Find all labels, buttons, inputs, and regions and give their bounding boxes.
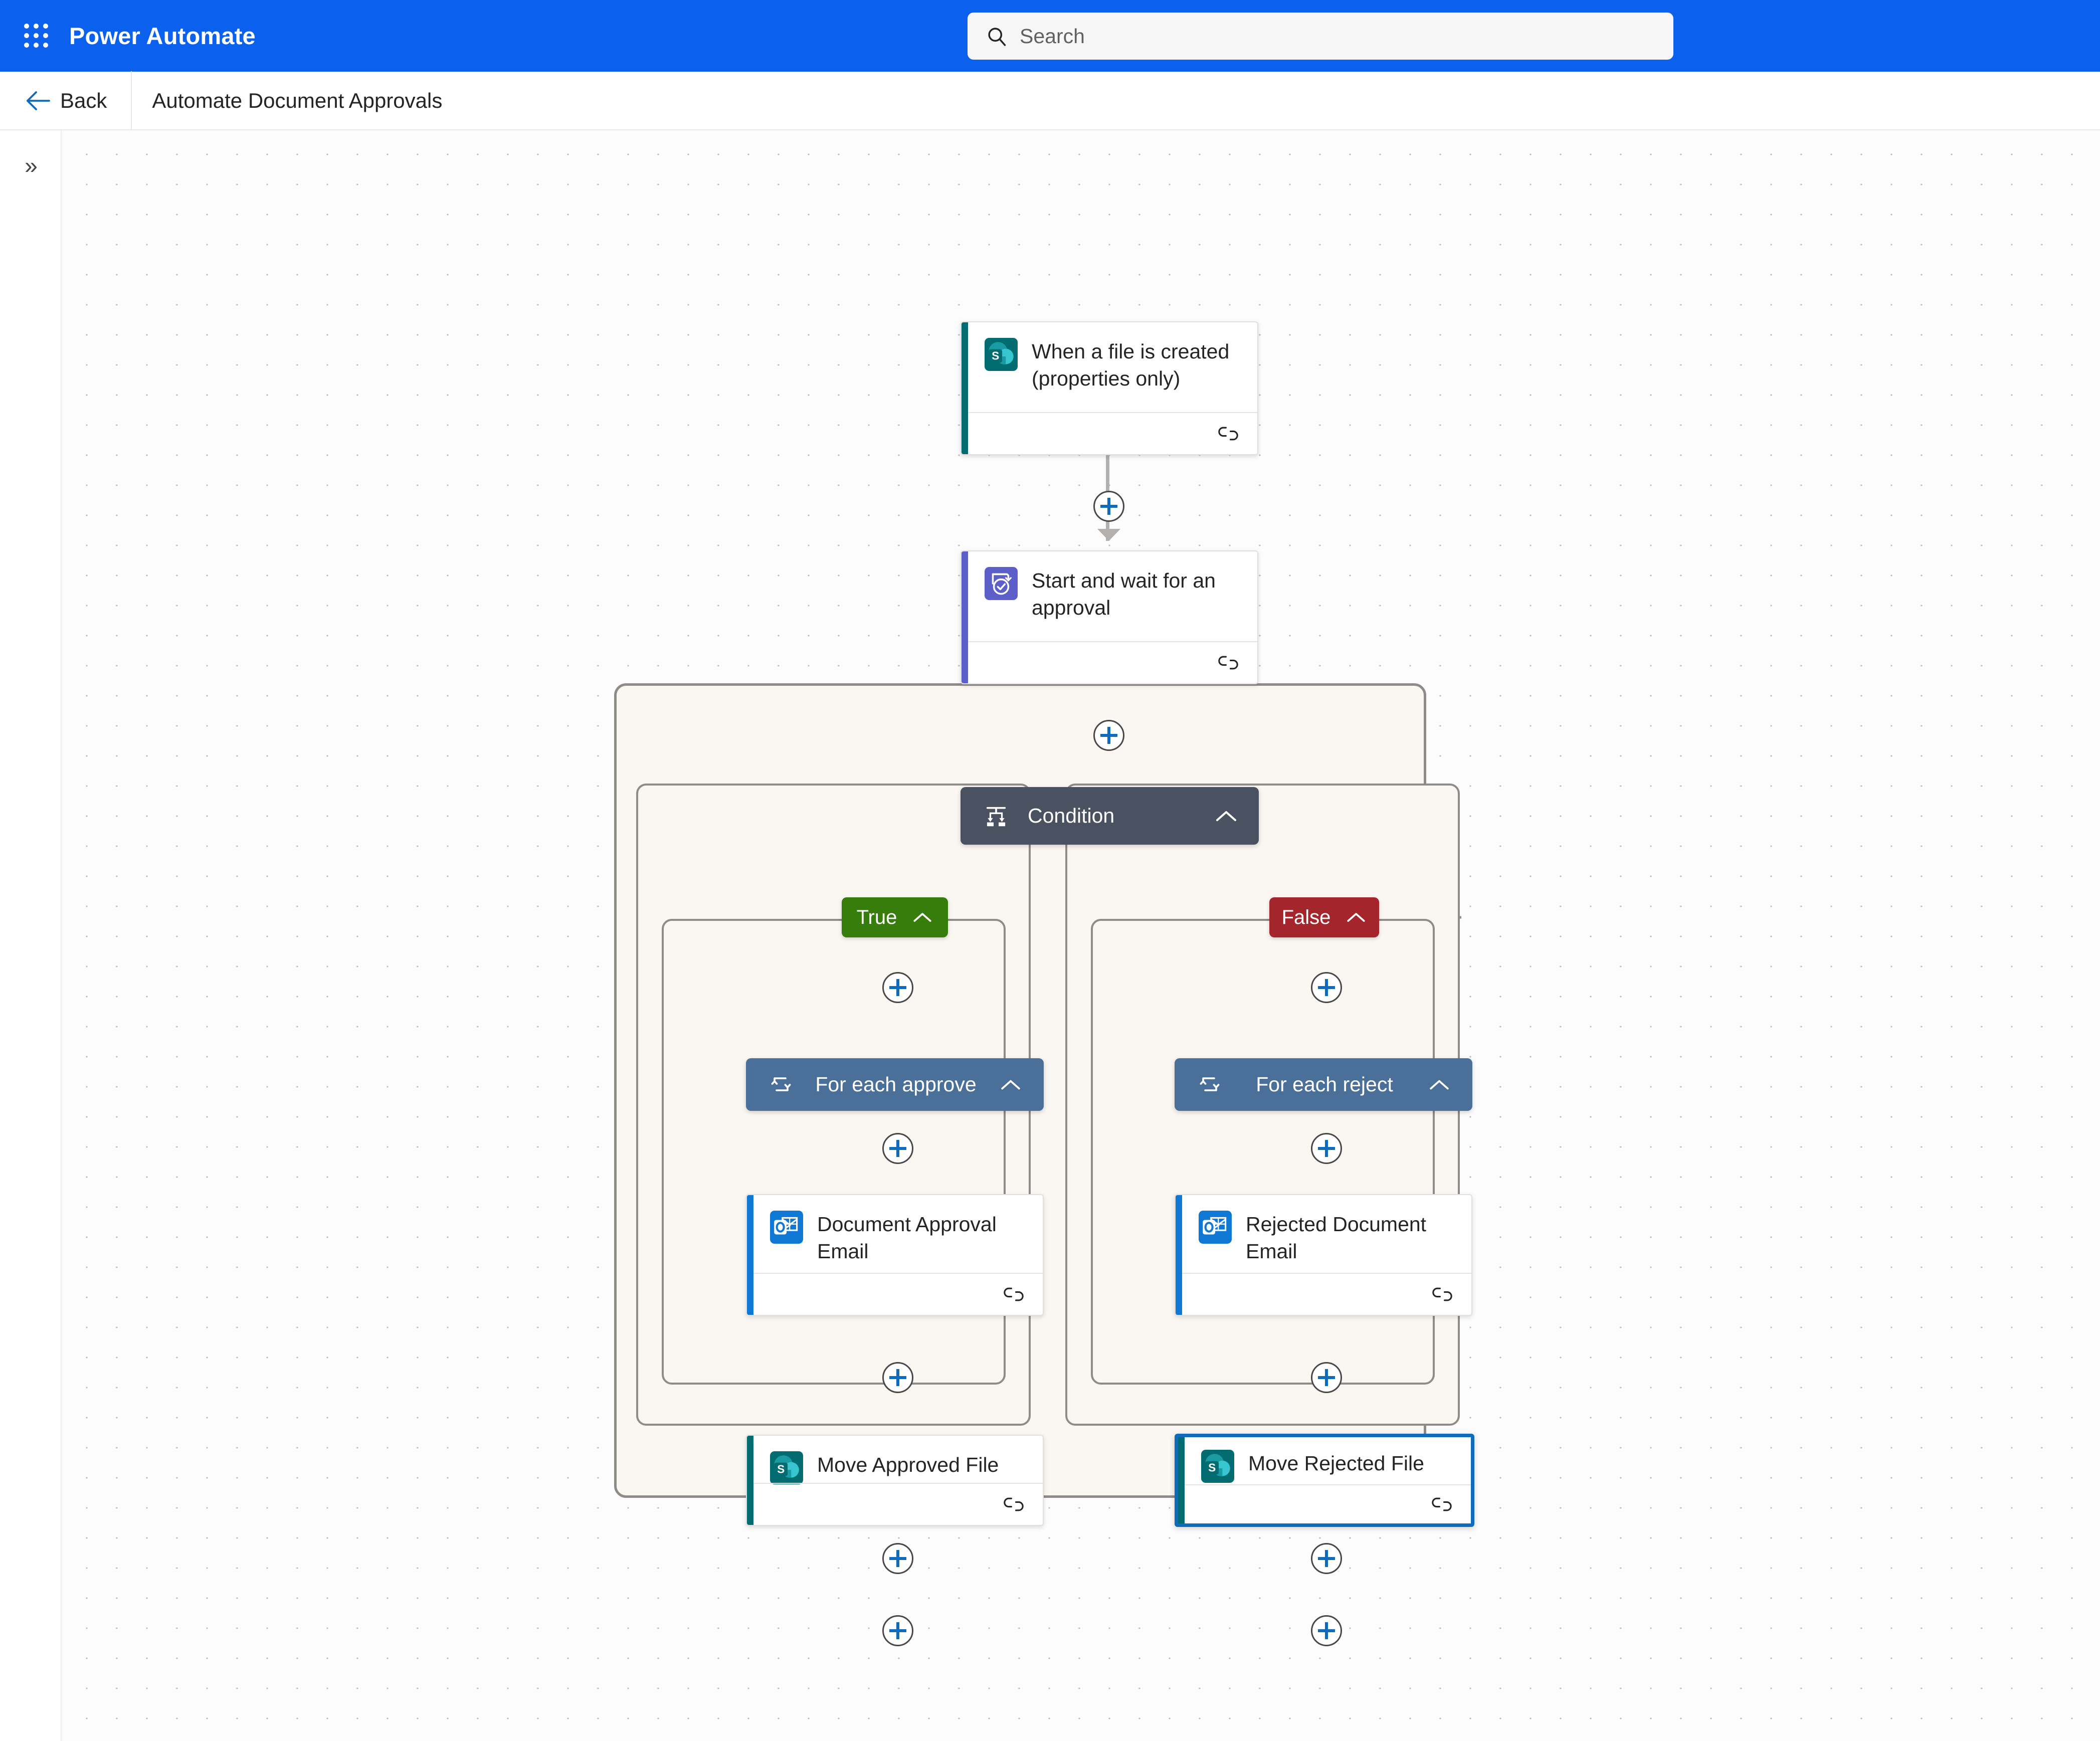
loop-icon bbox=[768, 1072, 794, 1098]
add-true-loop-end[interactable] bbox=[882, 1543, 913, 1574]
action-card-trigger[interactable]: S When a file is created (properties onl… bbox=[961, 321, 1258, 455]
outlook-icon bbox=[1199, 1211, 1232, 1244]
link-icon[interactable] bbox=[1431, 1284, 1453, 1304]
condition-branch-icon bbox=[983, 803, 1010, 830]
loop-header-for-each-approve[interactable]: For each approve bbox=[746, 1058, 1044, 1111]
chevron-double-right-icon[interactable]: » bbox=[25, 152, 38, 178]
link-icon[interactable] bbox=[1003, 1494, 1025, 1514]
card-footer bbox=[1182, 1273, 1471, 1315]
sharepoint-icon: S bbox=[1201, 1450, 1234, 1483]
search-placeholder: Search bbox=[1020, 24, 1085, 48]
flow-designer-canvas[interactable]: S When a file is created (properties onl… bbox=[62, 130, 2100, 1741]
app-launcher-icon[interactable] bbox=[21, 21, 52, 52]
branch-label-true: True bbox=[856, 906, 897, 928]
flow-title: Automate Document Approvals bbox=[152, 88, 443, 112]
add-true-branch-end[interactable] bbox=[882, 1615, 913, 1646]
card-title: Document Approval Email bbox=[817, 1213, 997, 1263]
card-title: Move Rejected File bbox=[1248, 1452, 1424, 1475]
link-icon[interactable] bbox=[1003, 1284, 1025, 1304]
add-after-trigger[interactable] bbox=[1093, 491, 1124, 522]
action-card-document-approval-email[interactable]: Document Approval Email bbox=[746, 1194, 1044, 1316]
add-true-loop-first[interactable] bbox=[882, 1133, 913, 1164]
search-icon bbox=[986, 25, 1008, 47]
card-accent-bar bbox=[962, 322, 968, 454]
command-bar: Back Automate Document Approvals bbox=[0, 71, 2100, 130]
svg-text:S: S bbox=[1208, 1461, 1216, 1474]
search-box[interactable]: Search bbox=[968, 13, 1673, 60]
loop-header-for-each-reject[interactable]: For each reject bbox=[1175, 1058, 1472, 1111]
command-bar-divider bbox=[131, 71, 132, 130]
link-icon[interactable] bbox=[1217, 424, 1239, 444]
add-false-after-email[interactable] bbox=[1311, 1362, 1342, 1393]
card-title: Rejected Document Email bbox=[1246, 1213, 1427, 1263]
add-true-branch-first[interactable] bbox=[882, 972, 913, 1003]
svg-text:S: S bbox=[777, 1462, 785, 1475]
sharepoint-icon: S bbox=[985, 338, 1018, 371]
card-accent-bar bbox=[962, 551, 968, 683]
card-footer bbox=[968, 641, 1257, 683]
left-rail: » bbox=[0, 130, 62, 1741]
add-after-approval[interactable] bbox=[1093, 720, 1124, 751]
action-card-move-rejected-file[interactable]: S Move Rejected File bbox=[1175, 1434, 1474, 1527]
outlook-icon bbox=[770, 1211, 803, 1244]
link-icon[interactable] bbox=[1217, 653, 1239, 673]
approvals-icon bbox=[985, 567, 1018, 600]
app-brand-title: Power Automate bbox=[69, 23, 256, 49]
svg-text:S: S bbox=[992, 349, 999, 362]
action-card-rejected-document-email[interactable]: Rejected Document Email bbox=[1175, 1194, 1472, 1316]
chevron-up-icon[interactable] bbox=[1426, 1072, 1452, 1098]
condition-header[interactable]: Condition bbox=[961, 787, 1259, 845]
add-false-loop-first[interactable] bbox=[1311, 1133, 1342, 1164]
card-accent-bar bbox=[1176, 1195, 1182, 1315]
card-title: Move Approved File bbox=[817, 1453, 999, 1476]
card-footer bbox=[753, 1273, 1043, 1315]
chevron-up-icon[interactable] bbox=[1213, 803, 1240, 830]
card-accent-bar bbox=[747, 1436, 753, 1525]
card-accent-bar bbox=[1178, 1437, 1185, 1523]
sharepoint-icon: S bbox=[770, 1451, 803, 1484]
branch-badge-false[interactable]: False bbox=[1269, 897, 1379, 937]
branch-badge-true[interactable]: True bbox=[842, 897, 948, 937]
back-label: Back bbox=[60, 88, 107, 112]
loop-icon bbox=[1197, 1072, 1223, 1098]
card-footer bbox=[753, 1483, 1043, 1525]
branch-label-false: False bbox=[1281, 906, 1331, 928]
add-false-branch-end[interactable] bbox=[1311, 1615, 1342, 1646]
action-card-move-approved-file[interactable]: S Move Approved File bbox=[746, 1435, 1044, 1526]
link-icon[interactable] bbox=[1431, 1494, 1453, 1514]
loop-label: For each approve bbox=[815, 1073, 977, 1096]
back-button[interactable]: Back bbox=[18, 81, 114, 120]
add-true-after-email[interactable] bbox=[882, 1362, 913, 1393]
chevron-up-icon[interactable] bbox=[1346, 910, 1367, 924]
add-false-loop-end[interactable] bbox=[1311, 1543, 1342, 1574]
arrow-left-icon bbox=[25, 89, 51, 112]
card-footer bbox=[1185, 1484, 1471, 1523]
card-title: Start and wait for an approval bbox=[1032, 569, 1216, 620]
chevron-up-icon[interactable] bbox=[912, 910, 933, 924]
condition-label: Condition bbox=[1028, 804, 1115, 827]
card-title: When a file is created (properties only) bbox=[1032, 340, 1230, 391]
add-false-branch-first[interactable] bbox=[1311, 972, 1342, 1003]
action-card-approval[interactable]: Start and wait for an approval bbox=[961, 550, 1258, 684]
loop-label: For each reject bbox=[1256, 1073, 1393, 1096]
card-accent-bar bbox=[747, 1195, 753, 1315]
card-footer bbox=[968, 412, 1257, 454]
chevron-up-icon[interactable] bbox=[998, 1072, 1024, 1098]
app-header: Power Automate Search bbox=[0, 0, 2100, 72]
